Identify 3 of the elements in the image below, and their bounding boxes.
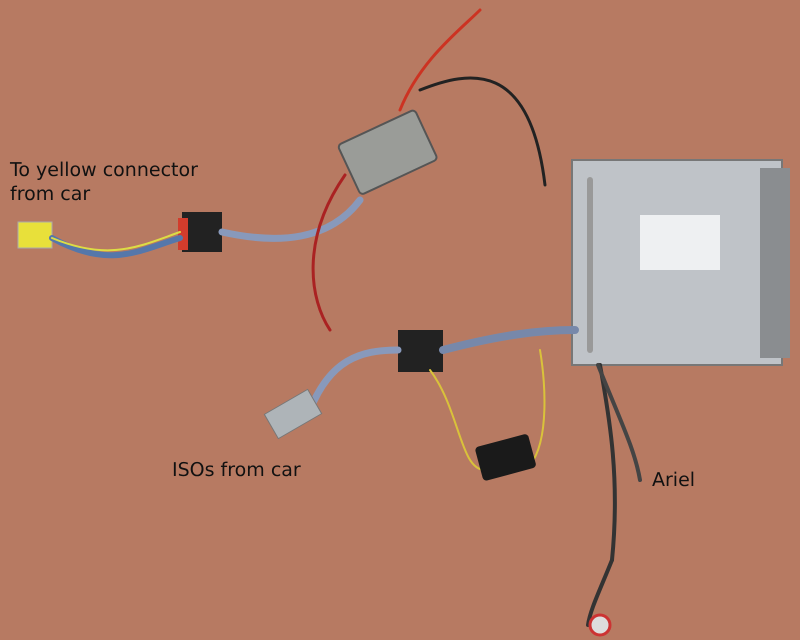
annotation-label: Ariel bbox=[652, 468, 696, 492]
annotation-label: To yellow connector from car bbox=[10, 158, 199, 206]
annotation-label: ISOs from car bbox=[172, 458, 301, 482]
